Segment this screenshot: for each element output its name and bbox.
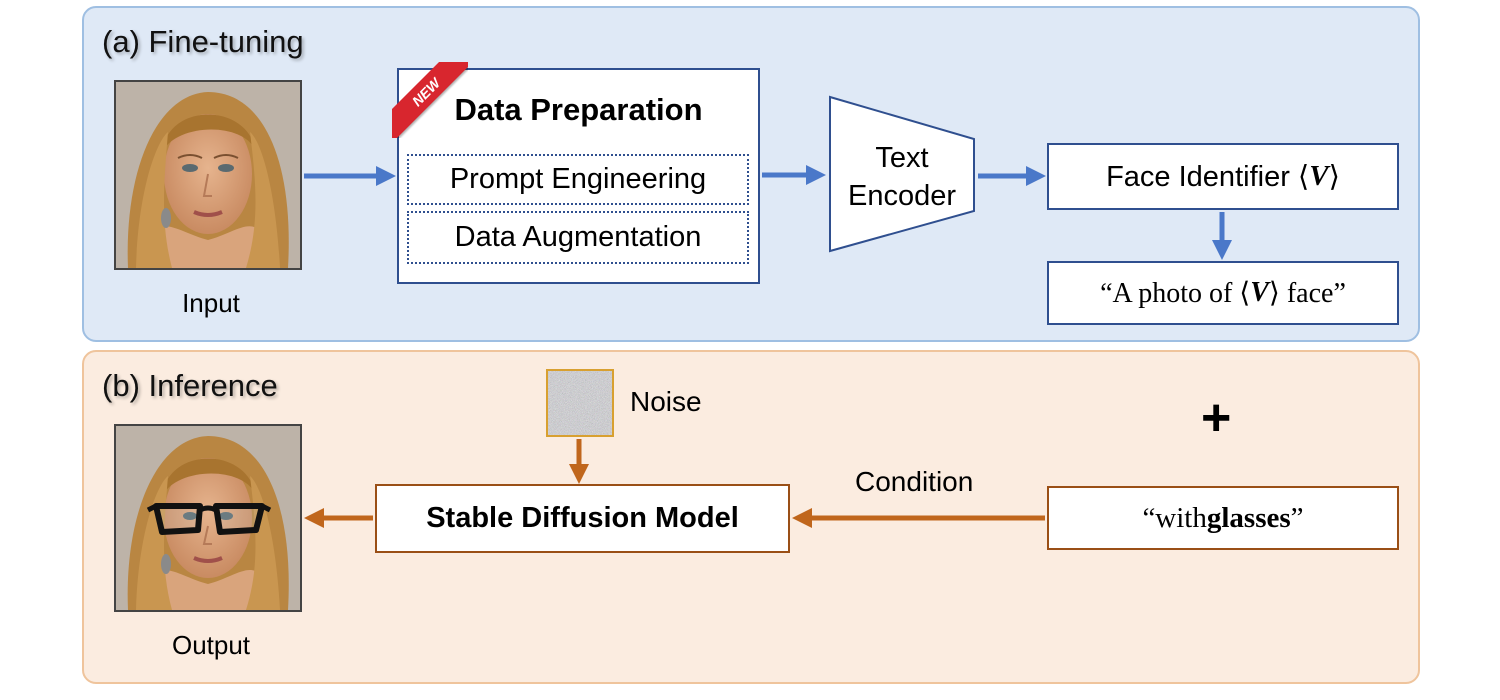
prompt-token: V <box>1250 277 1269 308</box>
data-augmentation-box: Data Augmentation <box>407 211 749 264</box>
text-encoder-label: Text Encoder <box>836 139 968 215</box>
inference-title: (b) Inference <box>102 368 278 403</box>
data-preparation-box: Data Preparation Prompt Engineering Data… <box>397 68 760 284</box>
condition-text-bold: glasses <box>1206 501 1291 534</box>
noise-image <box>546 369 614 437</box>
face-identifier-token: V <box>1309 160 1329 192</box>
face-identifier-prefix: Face Identifier ⟨ <box>1106 161 1310 193</box>
noise-label: Noise <box>630 386 702 417</box>
input-face-photo <box>114 80 302 270</box>
data-preparation-title: Data Preparation <box>454 92 703 127</box>
prompt-suffix: ⟩ face” <box>1268 278 1346 309</box>
condition-text-box: “with glasses” <box>1047 486 1399 550</box>
face-identifier-box: Face Identifier ⟨V⟩ <box>1047 143 1399 210</box>
text-encoder-shape <box>829 95 975 253</box>
text-encoder-line-1: Text <box>875 142 929 174</box>
condition-text-suffix: ” <box>1290 501 1304 534</box>
prompt-template-box: “A photo of ⟨V⟩ face” <box>1047 261 1399 325</box>
output-face-photo <box>114 424 302 612</box>
prompt-engineering-box: Prompt Engineering <box>407 154 749 205</box>
prompt-prefix: “A photo of ⟨ <box>1100 278 1251 309</box>
condition-label: Condition <box>855 466 974 497</box>
condition-text-prefix: “with <box>1142 501 1207 534</box>
plus-sign: + <box>1201 389 1232 447</box>
input-caption: Input <box>182 288 240 318</box>
finetuning-title: (a) Fine-tuning <box>102 24 304 59</box>
face-identifier-suffix: ⟩ <box>1328 161 1340 193</box>
text-encoder-line-2: Encoder <box>847 180 956 212</box>
stable-diffusion-model-box: Stable Diffusion Model <box>375 484 790 553</box>
output-caption: Output <box>171 630 251 660</box>
